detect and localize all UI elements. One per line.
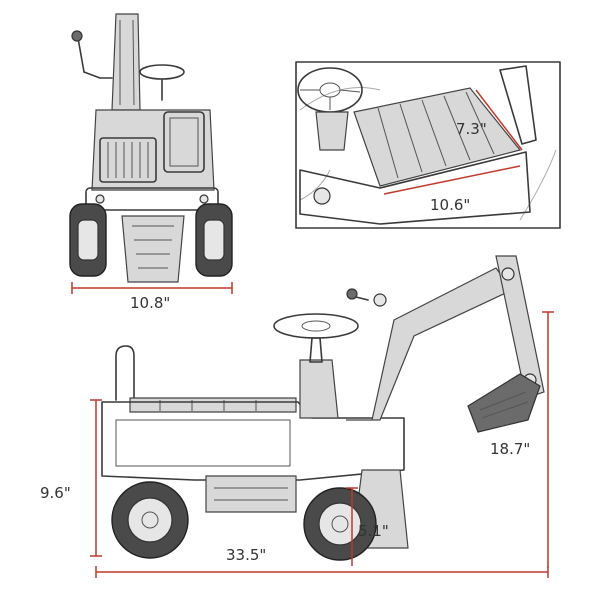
side-steering-column (299, 359, 339, 419)
front-joystick-knob (71, 30, 83, 42)
front-steering-wheel (139, 64, 185, 80)
seat-depth-line (475, 89, 523, 151)
seat-length-label: 10.6" (430, 196, 470, 214)
detail-backrest-handle (499, 65, 537, 145)
side-body (101, 401, 405, 481)
side-seat (129, 397, 297, 413)
seat-detail-view: 7.3" 10.6" (295, 61, 561, 229)
front-bumper (85, 187, 219, 211)
ground-clearance-dimension: 5.1" (346, 487, 389, 566)
front-boom-arm (111, 13, 141, 111)
side-boom-arm (346, 255, 545, 421)
side-bucket (467, 373, 541, 433)
front-grille (99, 137, 157, 183)
front-joystick-base (83, 71, 113, 79)
front-cab-body (91, 109, 215, 191)
overall-height-label: 18.7" (490, 440, 530, 458)
front-headlight-left (95, 194, 105, 204)
side-steering-wheel (273, 313, 359, 339)
side-backrest (115, 345, 135, 401)
ground-clearance-label: 5.1" (358, 522, 389, 540)
seat-height-dimension: 9.6" (40, 399, 102, 557)
front-view (69, 13, 233, 283)
seat-depth-label: 7.3" (456, 120, 487, 138)
detail-seat (353, 87, 522, 187)
overall-length-label: 33.5" (226, 546, 266, 564)
seat-length-line (383, 165, 521, 195)
side-front-wheel (303, 487, 377, 561)
front-width-dimension: 10.8" (71, 282, 233, 312)
front-joystick-rod (77, 37, 85, 73)
front-cab-window (163, 111, 205, 173)
side-under-tray (205, 475, 297, 513)
seat-detail-frame (295, 61, 561, 229)
front-bucket (121, 215, 185, 283)
side-view (101, 255, 545, 561)
side-rear-wheel (111, 481, 189, 559)
front-width-label: 10.8" (130, 294, 170, 312)
seat-height-label: 9.6" (40, 484, 71, 502)
overall-height-dimension: 18.7" (490, 311, 554, 568)
overall-length-dimension: 33.5" (95, 546, 549, 578)
front-headlight-right (199, 194, 209, 204)
